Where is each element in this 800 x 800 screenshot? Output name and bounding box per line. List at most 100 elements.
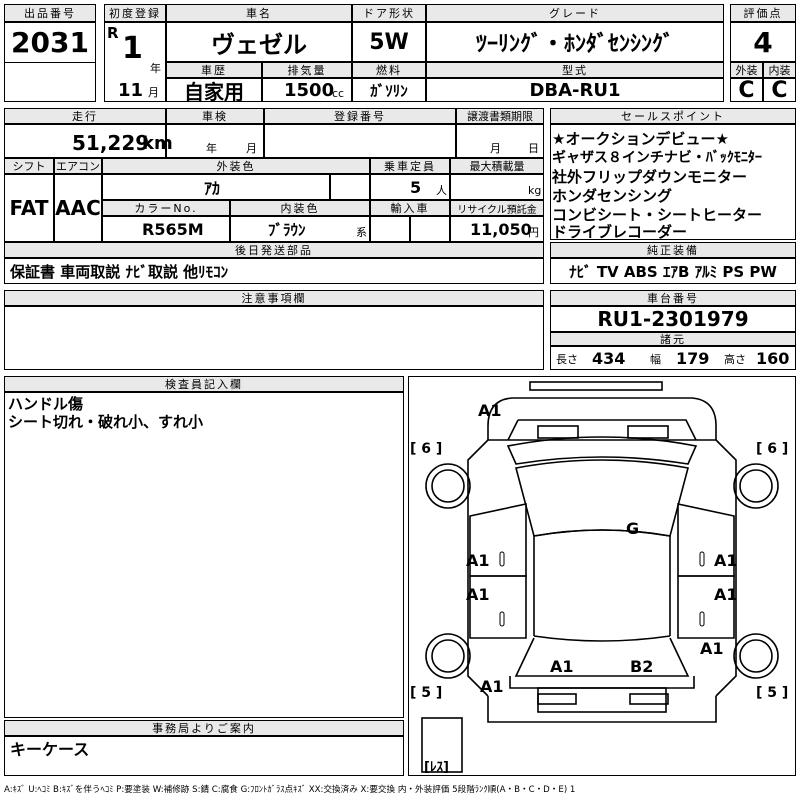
- transfer-month-unit: 月: [490, 142, 501, 155]
- car-name-box: [166, 22, 352, 62]
- recycle-label: リサイクル預託金: [450, 200, 544, 216]
- recycle-unit: 円: [528, 226, 539, 239]
- reg-label: 初度登録: [104, 4, 166, 22]
- displacement-label: 排気量: [262, 62, 352, 78]
- sales-points-label: セールスポイント: [550, 108, 796, 124]
- inspection-month-unit: 月: [246, 142, 257, 155]
- displacement-value: 1500: [284, 79, 335, 101]
- tire-fl-depth: [ 6 ]: [410, 441, 443, 457]
- door-label: ドア形状: [352, 4, 426, 22]
- chassis-value: RU1-2301979: [597, 307, 749, 331]
- mark-right-rear-door: A1: [714, 584, 738, 604]
- fuel-label: 燃料: [352, 62, 426, 78]
- height-value: 160: [756, 348, 790, 368]
- interior-color-unit: 系: [356, 226, 367, 239]
- chassis-label: 車台番号: [550, 290, 796, 306]
- color-no-value: R565M: [142, 219, 204, 239]
- shift-value: FAT: [9, 196, 49, 220]
- width-value: 179: [676, 348, 710, 368]
- lot-number: 2031: [11, 25, 89, 59]
- spare-tire: [ﾚｽ]: [424, 759, 449, 775]
- office-value: キーケース: [10, 740, 90, 759]
- mark-left-rear-door: A1: [466, 584, 490, 604]
- sales-point-5: コンビシート・シートヒーター: [552, 206, 763, 224]
- shift-label: シフト: [4, 158, 54, 174]
- reg-month: 11: [118, 79, 144, 101]
- equipment-value: ﾅﾋﾞ TV ABS ｴｱB ｱﾙﾐ PS PW: [569, 262, 777, 281]
- tire-fr-depth: [ 6 ]: [756, 441, 789, 457]
- inspector-box: [4, 392, 404, 718]
- car-diagram: [421, 381, 779, 773]
- model-value: DBA-RU1: [529, 79, 621, 101]
- mark-front-bumper: A1: [478, 400, 502, 420]
- car-name: ヴェゼル: [211, 30, 307, 59]
- inspection-year-unit: 年: [206, 142, 217, 155]
- recycle-value: 11,050: [470, 219, 532, 239]
- inspector-line-1: ハンドル傷: [8, 394, 84, 413]
- car-name-label: 車名: [166, 4, 352, 22]
- int-value: C: [771, 77, 788, 103]
- reg-era: R: [107, 24, 119, 42]
- ac-label: エアコン: [54, 158, 102, 174]
- car-diagram-box: [408, 376, 796, 776]
- height-label: 高さ: [724, 353, 746, 366]
- specs-label: 諸元: [550, 332, 796, 346]
- mark-right-front-door: A1: [714, 550, 738, 570]
- door-box: [352, 22, 426, 62]
- sales-point-4: ホンダセンシング: [552, 187, 673, 205]
- exterior-color-label: 外装色: [102, 158, 370, 174]
- transfer-day-unit: 日: [528, 142, 539, 155]
- reg-month-unit: 月: [148, 86, 159, 99]
- mark-right-rear-quarter: A1: [700, 638, 724, 658]
- transfer-label: 譲渡書類期限: [456, 108, 544, 124]
- score-value: 4: [753, 25, 773, 59]
- caution-label: 注意事項欄: [4, 290, 544, 306]
- reg-year-unit: 年: [150, 62, 161, 75]
- inspection-label: 車検: [166, 108, 264, 124]
- grade-label: グレード: [426, 4, 724, 22]
- reg-year: 1: [122, 30, 143, 66]
- mileage-unit: km: [142, 132, 173, 154]
- office-box: [4, 736, 404, 776]
- exterior-color-value: ｱｶ: [204, 179, 221, 198]
- mileage-value: 51,229: [72, 131, 150, 155]
- ext-value: C: [738, 77, 755, 103]
- lot-label: 出品番号: [4, 4, 96, 22]
- ac-value: AAC: [55, 196, 101, 220]
- grade-box: [426, 22, 724, 62]
- later-parts-value: 保証書 車両取説 ﾅﾋﾞ取説 他ﾘﾓｺﾝ: [10, 262, 229, 281]
- displacement-unit: cc: [332, 86, 345, 100]
- mileage-label: 走行: [4, 108, 166, 124]
- model-label: 型式: [426, 62, 724, 78]
- sales-point-2: ギャザス８インチナビ・ﾊﾞｯｸﾓﾆﾀｰ: [552, 150, 762, 166]
- color-no-label: カラーNo.: [102, 200, 230, 216]
- inspector-label: 検査員記入欄: [4, 376, 404, 392]
- import-label: 輸入車: [370, 200, 450, 216]
- capacity-label: 乗車定員: [370, 158, 450, 174]
- reg-box: [104, 22, 166, 102]
- sales-point-3: 社外フリップダウンモニター: [552, 168, 748, 186]
- legend: A:ｷｽﾞ U:ﾍｺﾐ B:ｷｽﾞを伴うﾍｺﾐ P:要塗装 W:補修跡 S:錆 …: [4, 785, 576, 795]
- capacity-value: 5: [410, 177, 422, 197]
- score-label: 評価点: [730, 4, 796, 22]
- tire-rr-depth: [ 5 ]: [756, 685, 789, 701]
- mark-left-rear-quarter: A1: [480, 676, 504, 696]
- tire-rl-depth: [ 5 ]: [410, 685, 443, 701]
- capacity-unit: 人: [436, 184, 447, 197]
- length-value: 434: [592, 348, 626, 368]
- sales-points-box: [550, 124, 796, 240]
- sales-point-1: ★オークションデビュー★: [552, 130, 729, 148]
- fuel-value: ｶﾞｿﾘﾝ: [370, 81, 408, 100]
- mark-windshield: G: [626, 518, 640, 538]
- mark-tailgate-right: B2: [630, 656, 654, 676]
- office-label: 事務局よりご案内: [4, 720, 404, 736]
- length-label: 長さ: [556, 353, 578, 366]
- sales-point-6: ドライブレコーダー: [552, 223, 688, 241]
- max-load-unit: kg: [528, 183, 542, 197]
- max-load-label: 最大積載量: [450, 158, 544, 174]
- grade-value: ﾂｰﾘﾝｸﾞ・ﾎﾝﾀﾞｾﾝｼﾝｸﾞ: [475, 32, 674, 57]
- door-value: 5W: [369, 29, 409, 55]
- history-value: 自家用: [184, 79, 244, 104]
- score-box: [730, 22, 796, 62]
- int-label: 内装: [763, 62, 796, 78]
